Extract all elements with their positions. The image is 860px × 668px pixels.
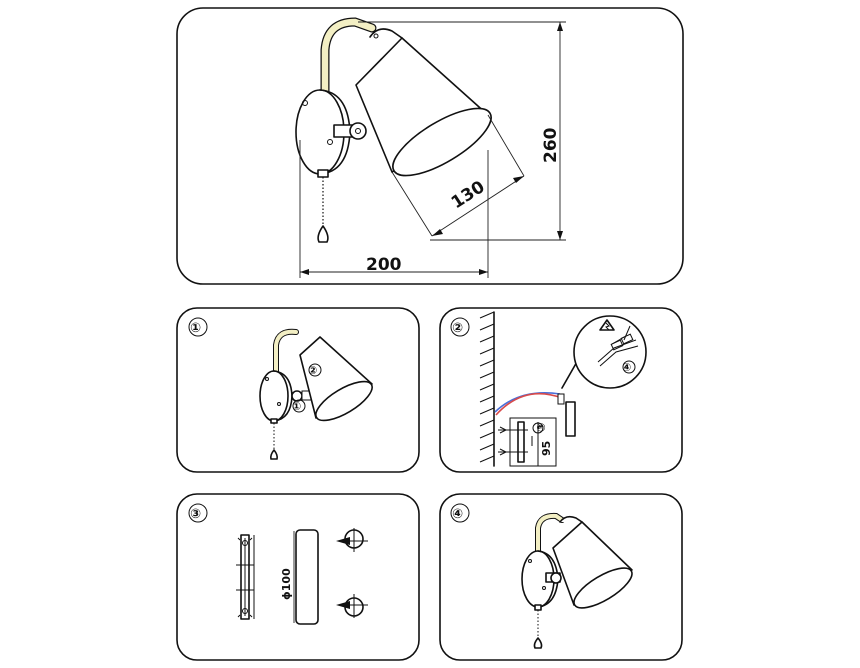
step2-spacing-dimension: 95 [540,441,553,456]
step2-panel: ② 95 ③ [439,307,683,473]
step4-panel: ④ [439,493,683,661]
overview-dimensions [299,21,566,278]
step2-wall [479,311,495,467]
overview-panel: 200 260 130 [176,7,684,285]
step3-panel: ③ ϕ100 [176,493,420,661]
step3-diameter-dimension: ϕ100 [280,568,293,600]
step2-number: ② [452,321,463,336]
step2-wiring-detail [561,315,647,389]
step2-mounting-bracket [498,393,576,467]
overview-lamp [295,17,492,243]
step1-panel: ① ① ② [176,307,420,473]
step3-number: ③ [190,507,201,522]
overview-width-dimension: 200 [366,255,402,275]
step3-mounting-bar [236,534,255,620]
overview-height-dimension: 260 [541,127,561,163]
step2-wire-red [495,392,563,416]
step2-callout-3: ③ [535,423,548,432]
step1-lamp [259,328,373,460]
step2-callout-4: ④ [622,361,631,374]
step1-callout-2: ② [308,364,317,377]
step1-callout-1: ① [292,400,301,413]
step3-backplate-side [293,529,319,625]
step4-number: ④ [452,507,463,522]
step4-lamp [521,512,633,649]
step1-number: ① [190,321,201,336]
step3-screws [336,528,368,618]
